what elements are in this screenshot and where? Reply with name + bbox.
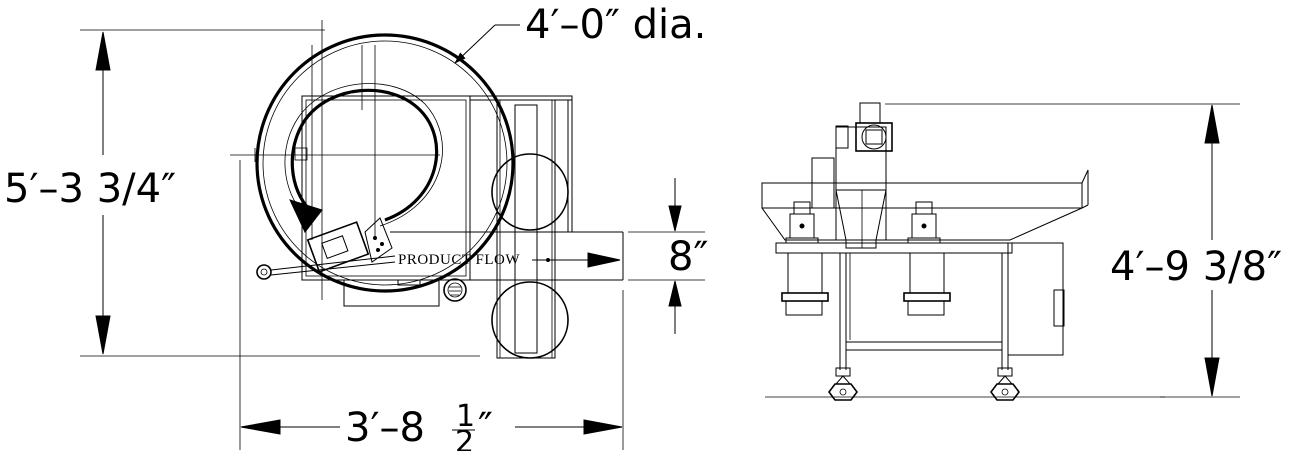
- handle-bar-upper: [270, 255, 396, 271]
- height-dimension: 5′–3 3/4″: [4, 31, 176, 355]
- tray-lip: [1081, 169, 1089, 184]
- arrow-down: [1204, 357, 1220, 397]
- drive-enclosure: [1007, 242, 1065, 356]
- top-spout: [859, 102, 881, 124]
- width-dimension: 3′–8 1 2 ″: [239, 160, 624, 451]
- machine-frame-inner: [305, 99, 467, 277]
- width-label-denominator: 2: [455, 425, 474, 451]
- base-tab: [397, 279, 421, 286]
- central-hopper: [811, 102, 893, 249]
- lower-roller-circle: [491, 281, 569, 359]
- width-label-inch: ″: [478, 405, 493, 451]
- handle-knob: [256, 264, 272, 280]
- arrow-up: [95, 31, 111, 71]
- centerline-box: [294, 147, 308, 161]
- conveyor-width-label: 8″: [668, 234, 708, 280]
- discharge-chute: [364, 217, 393, 263]
- flow-arrow-head: [587, 252, 621, 268]
- width-label-whole: 3′–8: [345, 405, 425, 451]
- side-rail-assembly: [469, 95, 573, 359]
- arrow-up: [1204, 104, 1220, 144]
- side-height-label: 4′–9 3/8″: [1110, 244, 1282, 290]
- arrow-down: [95, 315, 111, 355]
- side-frame: [775, 242, 1013, 370]
- arrow-down: [668, 205, 682, 232]
- outer-bowl-inner-edge: [262, 40, 508, 286]
- hopper-outlet: [845, 239, 877, 249]
- motor-side-plate: [835, 125, 849, 149]
- top-view: 5′–3 3/4″ 3′–8 1 2 ″ 4′–0″ dia.: [4, 2, 708, 451]
- caster-right: [990, 367, 1020, 401]
- side-view: 4′–9 3/8″: [761, 102, 1282, 401]
- spiral-track-edge: [284, 83, 443, 227]
- tray-hopper: [761, 207, 1083, 241]
- motor-housing: [306, 221, 370, 273]
- hanging-motor-left: [781, 252, 829, 316]
- side-height-dimension: 4′–9 3/8″: [765, 103, 1282, 398]
- drive-vent: [1053, 289, 1065, 327]
- top-tray: [761, 182, 1083, 209]
- chute-dot: [373, 236, 377, 240]
- diameter-callout: 4′–0″ dia.: [454, 2, 706, 64]
- vibrator-unit-right: [907, 201, 941, 244]
- width-label-numerator: 1: [456, 399, 475, 434]
- frame-top-rail: [775, 242, 1013, 254]
- vibrator-unit-left: [785, 201, 819, 244]
- motor-cover: [321, 235, 349, 260]
- motor-disc: [861, 124, 887, 150]
- rail-top-cap: [469, 95, 573, 101]
- spiral-track: [290, 88, 439, 222]
- hanging-motor-right: [903, 252, 951, 316]
- ul-emblem-icon: [443, 278, 467, 302]
- arrow-right: [583, 419, 623, 435]
- hopper-cone: [835, 189, 887, 241]
- base-plate: [343, 279, 440, 307]
- diameter-label: 4′–0″ dia.: [525, 2, 706, 48]
- drive-box: [1007, 242, 1064, 356]
- diameter-leader: [454, 24, 496, 64]
- arrow-up: [668, 280, 682, 307]
- frame-lower-rail: [845, 341, 1003, 351]
- product-conveyor: PRODUCT FLOW: [390, 231, 624, 281]
- handle-knob-center: [260, 268, 268, 276]
- chute-dot: [376, 248, 380, 252]
- handle-bar-lower: [270, 261, 396, 276]
- height-label: 5′–3 3/4″: [4, 166, 176, 212]
- flow-dot: [546, 258, 550, 262]
- caster-left: [828, 367, 858, 401]
- spiral-arrow-head: [289, 199, 323, 233]
- product-flow-label: PRODUCT FLOW: [398, 252, 520, 268]
- outer-bowl-circle: [255, 33, 515, 293]
- motor-assembly: [306, 217, 393, 273]
- handle: [256, 255, 396, 280]
- arrow-left: [240, 419, 281, 435]
- conveyor-width-dimension: 8″: [628, 178, 708, 334]
- motor-box: [855, 122, 893, 152]
- chute-dot: [380, 242, 384, 246]
- side-panel: [811, 157, 835, 209]
